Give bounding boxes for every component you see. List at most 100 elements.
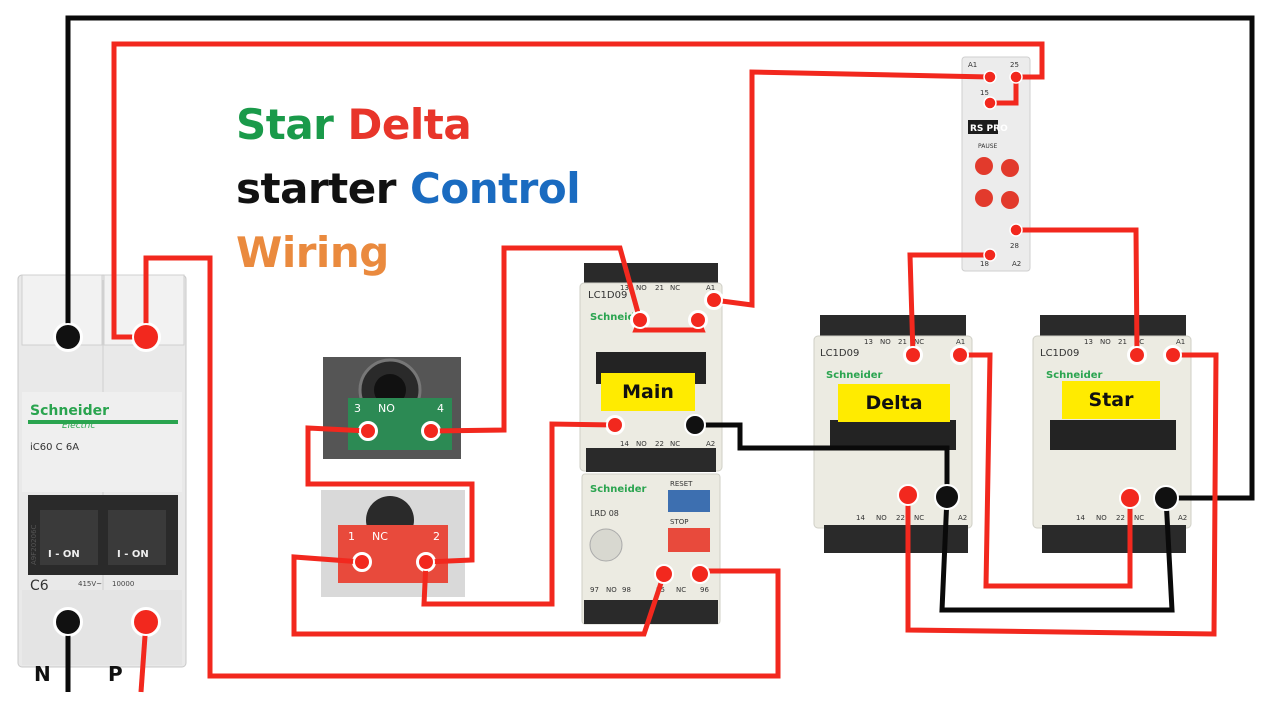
star-bot-14: 14 — [1076, 514, 1085, 522]
star-top-a1: A1 — [1176, 338, 1185, 346]
title-line-2: starter Control — [236, 164, 581, 213]
wire-phase-timer-18 — [907, 252, 990, 356]
title-star: Star — [236, 100, 334, 149]
wire-phase-timer-15 — [990, 77, 1019, 106]
main-bot-no: NO — [636, 440, 647, 448]
breaker-code: 10000 — [112, 580, 134, 588]
delta-bot-no: NO — [876, 514, 887, 522]
main-model: LC1D09 — [588, 290, 627, 301]
main-top-no: NO — [636, 284, 647, 292]
star-bot-nc: NC — [1134, 514, 1144, 522]
timer-dial-4 — [1001, 191, 1019, 209]
label-main: Main — [601, 373, 695, 411]
delta-dot-22 — [897, 484, 919, 506]
pb-no-t2: 4 — [437, 402, 444, 415]
star-bot-22: 22 — [1116, 514, 1125, 522]
wire-phase-pbno-main14 — [421, 421, 616, 607]
overload-model: LRD 08 — [590, 509, 619, 518]
wire-phase-timer-supply — [111, 41, 1045, 340]
breaker-terminal-p-out — [132, 608, 160, 636]
overload-dot-96 — [690, 564, 710, 584]
main-bot-14: 14 — [620, 440, 629, 448]
main-dot-14 — [606, 416, 624, 434]
pbnc-dot-1 — [353, 553, 371, 571]
push-button-no: 3 NO 4 — [323, 357, 461, 459]
title-line-1: Star Delta — [236, 100, 472, 149]
star-dot-a1 — [1164, 346, 1182, 364]
delta-brand: Schneider — [826, 370, 883, 381]
timer-dial-3 — [975, 189, 993, 207]
star-dot-22 — [1119, 487, 1141, 509]
delta-dot-a2 — [934, 484, 960, 510]
overload-reset: RESET — [670, 480, 693, 488]
wire-phase-timer-28 — [1016, 227, 1140, 356]
pbno-dot-3 — [359, 422, 377, 440]
label-n: N — [34, 662, 51, 686]
overload-reset-button — [668, 490, 710, 512]
star-top-13: 13 — [1084, 338, 1093, 346]
main-bot-a2: A2 — [706, 440, 715, 448]
timer-brand: RS PRO — [970, 124, 1008, 134]
main-dot-a1 — [705, 291, 723, 309]
breaker-green-stripe — [28, 420, 178, 424]
timer-brand-badge — [968, 120, 998, 134]
wire-neutral-delta-star — [939, 496, 1175, 613]
main-top-13: 13 — [620, 284, 629, 292]
main-bot-22: 22 — [655, 440, 664, 448]
overload-term-no: NO — [606, 586, 617, 594]
wire-phase-delta-a1-star-22 — [960, 352, 1133, 589]
star-bot-no: NO — [1096, 514, 1107, 522]
delta-bot-a2: A2 — [958, 514, 967, 522]
pb-no-label: NO — [378, 402, 395, 415]
main-top-a1: A1 — [706, 284, 715, 292]
timer-bottom-term-a2: A2 — [1012, 260, 1021, 268]
overload-brand: Schneider — [590, 484, 647, 495]
timer-top-term-15: 15 — [980, 89, 989, 97]
breaker-voltage: 415V~ — [78, 580, 102, 588]
overload-dot-95 — [654, 564, 674, 584]
contactor-main: LC1D09 Schneider 13 NO 21 NC A1 14 NO 22… — [579, 263, 724, 472]
title-wiring: Wiring — [236, 228, 389, 277]
wire-phase-star-a1-delta-22 — [905, 352, 1219, 637]
breaker-terminal-n-out — [54, 608, 82, 636]
wire-phase-timer-a1-main — [713, 69, 991, 308]
wire-phase-main-13-pbno — [430, 245, 643, 434]
star-top-no: NO — [1100, 338, 1111, 346]
overload-term-nc: NC — [676, 586, 686, 594]
main-dot-21 — [689, 311, 707, 329]
overload-term-96: 96 — [700, 586, 709, 594]
delta-dot-a1 — [951, 346, 969, 364]
star-dot-a2 — [1153, 485, 1179, 511]
timer-dot-15 — [983, 96, 997, 110]
main-bot-nc: NC — [670, 440, 680, 448]
delta-top-a1: A1 — [956, 338, 965, 346]
breaker-model: iC60 C 6A — [30, 442, 79, 453]
label-star: Star — [1062, 381, 1160, 419]
overload-stop: STOP — [670, 518, 688, 526]
pb-nc-t1: 1 — [348, 530, 355, 543]
star-brand: Schneider — [1046, 370, 1103, 381]
pbno-dot-4 — [422, 422, 440, 440]
breaker-on-right: I - ON — [117, 549, 149, 560]
timer-dial-2 — [1001, 159, 1019, 177]
title-line-3: Wiring — [236, 228, 389, 277]
timer-pause: PAUSE — [978, 143, 998, 150]
timer-dot-18 — [983, 248, 997, 262]
overload-stop-button — [668, 528, 710, 552]
pb-nc-t2: 2 — [433, 530, 440, 543]
timer-body — [961, 56, 1031, 272]
timer-dot-25 — [1009, 70, 1023, 84]
overload-term-97: 97 — [590, 586, 599, 594]
overload-relay: Schneider LRD 08 RESET STOP 97 NO 98 95 … — [581, 473, 721, 625]
star-model: LC1D09 — [1040, 348, 1079, 359]
timer-dot-a1 — [983, 70, 997, 84]
timer-bottom-term-28: 28 — [1010, 242, 1019, 250]
main-top-21: 21 — [655, 284, 664, 292]
star-bot-a2: A2 — [1178, 514, 1187, 522]
wire-phase-breaker-overload — [143, 255, 781, 679]
main-brand: Schneider — [590, 312, 647, 323]
breaker-brand: Schneider — [30, 403, 109, 419]
wire-neutral-top — [65, 15, 1255, 501]
breaker-brand-sub: Electric — [62, 421, 95, 431]
